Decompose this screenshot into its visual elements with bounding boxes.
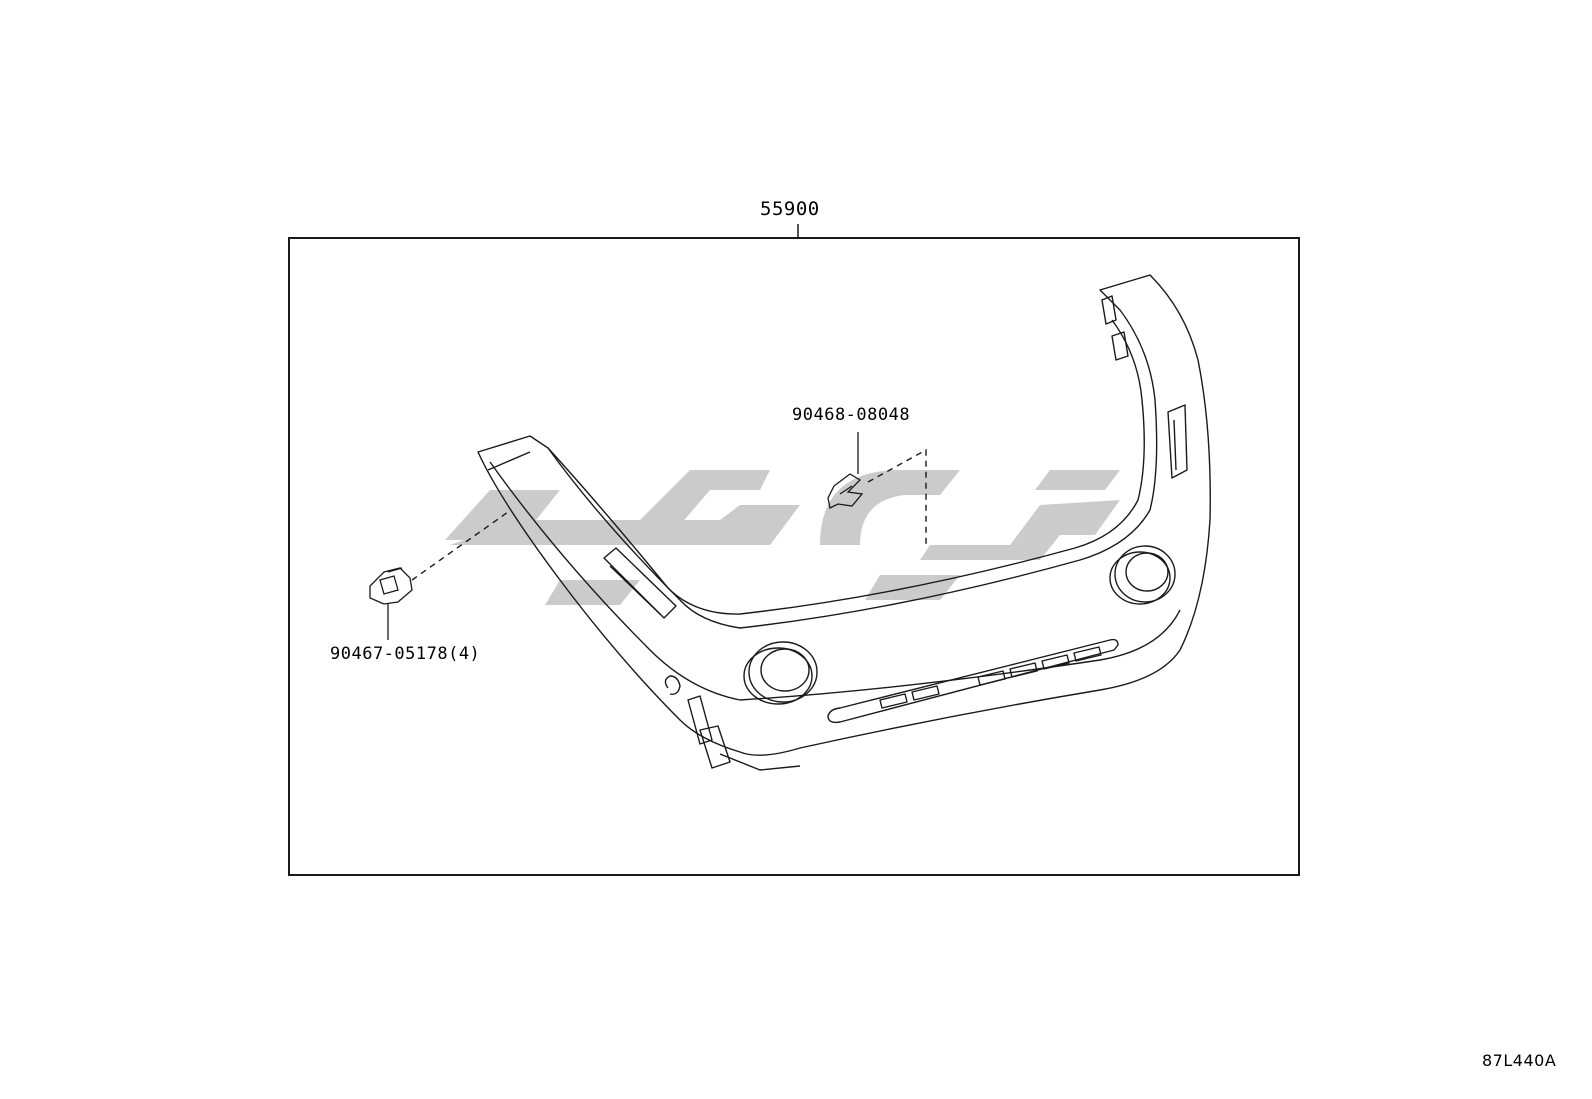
clip-lower-part bbox=[369, 567, 413, 640]
clip-upper-part-number: 90468-08048 bbox=[792, 405, 911, 425]
watermark-logo bbox=[445, 470, 1120, 605]
clip-upper-dashed-line bbox=[867, 448, 927, 548]
assembly-frame bbox=[288, 237, 1300, 876]
console-bezel-panel bbox=[477, 274, 1211, 771]
clip-lower-part-number: 90467-05178(4) bbox=[330, 644, 481, 664]
clip-upper-part bbox=[827, 432, 864, 509]
assembly-part-number: 55900 bbox=[760, 198, 820, 220]
diagram-code: 87L440A bbox=[1482, 1051, 1557, 1070]
clip-lower-dashed-line bbox=[411, 511, 509, 581]
